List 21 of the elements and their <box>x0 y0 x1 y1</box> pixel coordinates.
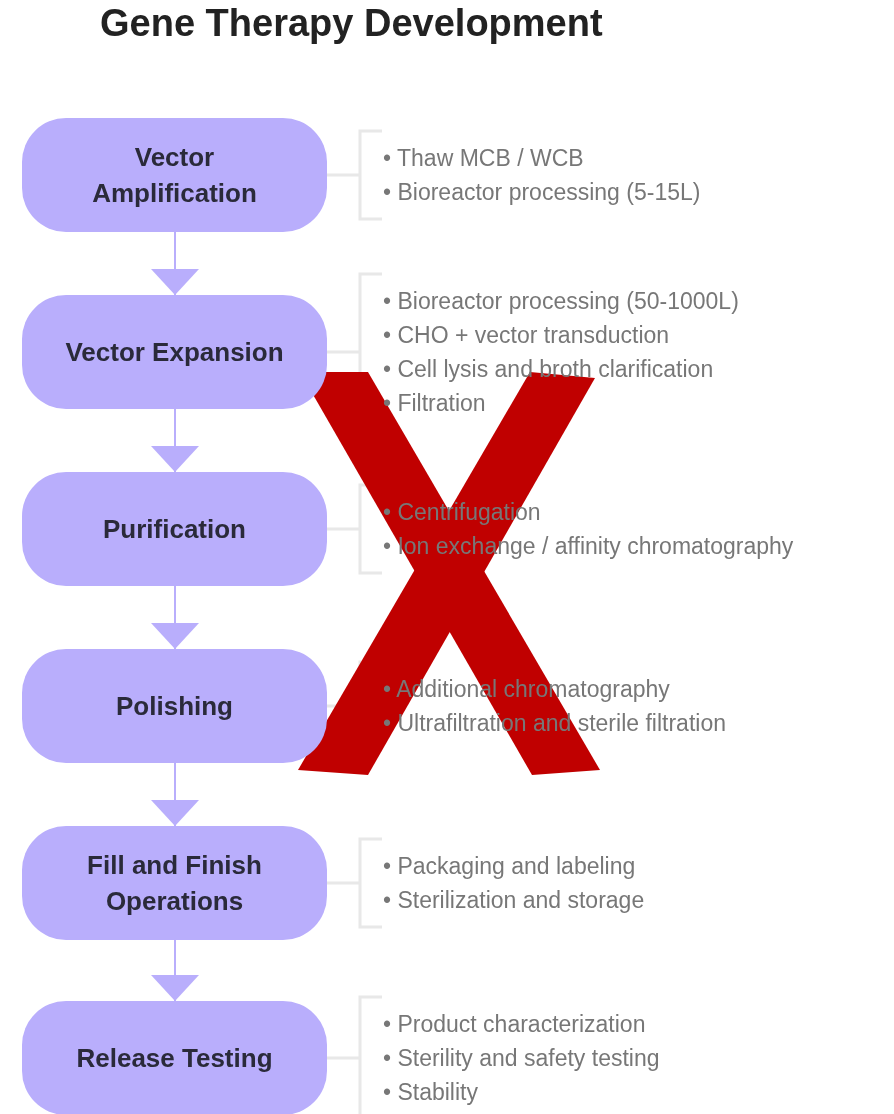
step-label: Purification <box>102 513 247 546</box>
arrow <box>151 585 199 650</box>
process-box <box>22 649 327 763</box>
step-label: Vector Expansion <box>64 336 285 369</box>
step-label: Release Testing <box>75 1042 274 1075</box>
arrow <box>151 762 199 827</box>
bullet-list: • Packaging and labeling • Sterilization and storage <box>383 849 645 917</box>
bullet-list: • Product characterization • Sterility and safety testing • Stability <box>383 1007 660 1109</box>
step-label: Polishing <box>115 690 234 723</box>
arrow <box>151 939 199 1002</box>
process-box <box>22 472 327 586</box>
step-label: Fill and Finish Operations <box>86 849 263 918</box>
title: Gene Therapy Development <box>100 2 603 45</box>
bullet-list: • Thaw MCB / WCB • Bioreactor processing (5-15L) <box>383 141 701 209</box>
process-box <box>22 1001 327 1114</box>
process-box <box>22 118 327 232</box>
process-box <box>22 826 327 940</box>
process-box <box>22 295 327 409</box>
arrow <box>151 408 199 473</box>
step-label: Vector Amplification <box>91 141 258 210</box>
arrow <box>151 231 199 296</box>
